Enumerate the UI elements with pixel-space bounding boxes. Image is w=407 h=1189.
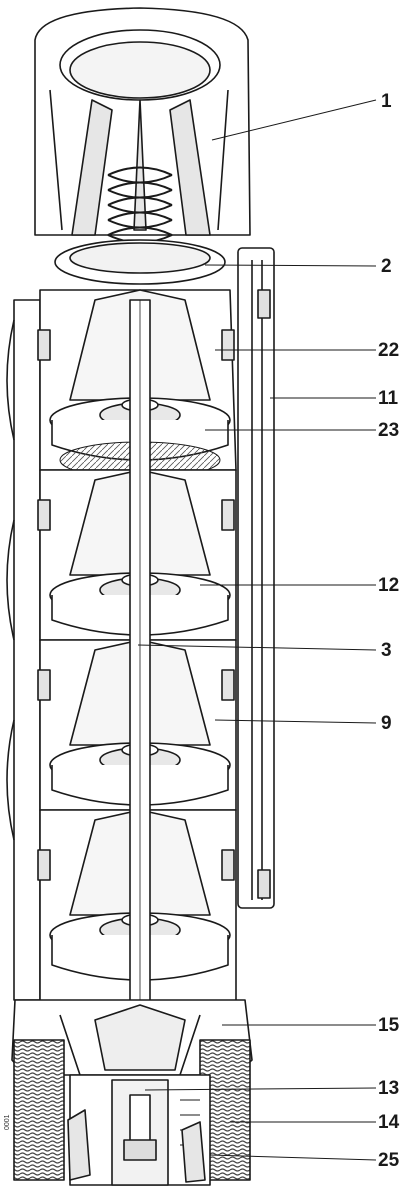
callout-23: 23 (378, 420, 400, 441)
valve-plate (54, 239, 226, 285)
suction-interconnector (11, 999, 253, 1076)
leader-lines (137, 99, 377, 1161)
callout-15: 15 (378, 1015, 400, 1036)
callout-9: 9 (381, 713, 392, 734)
callout-1: 1 (381, 91, 392, 112)
chamber-wall (6, 299, 41, 1001)
pump-shaft (129, 299, 151, 1101)
callout-3: 3 (381, 640, 392, 661)
screw (67, 1109, 206, 1183)
callout-22: 22 (378, 340, 400, 361)
housing-lugs (37, 329, 235, 881)
callout-11: 11 (378, 388, 399, 409)
cable-guard (237, 247, 275, 909)
valve-housing (34, 7, 251, 236)
callout-13: 13 (378, 1078, 400, 1099)
valve-spring (107, 166, 173, 251)
callout-25: 25 (378, 1150, 400, 1171)
figure-id: 0001 (4, 1114, 11, 1130)
callout-2: 2 (381, 256, 392, 277)
callout-14: 14 (378, 1112, 400, 1133)
stage-2 (39, 469, 237, 641)
callout-12: 12 (378, 575, 400, 596)
